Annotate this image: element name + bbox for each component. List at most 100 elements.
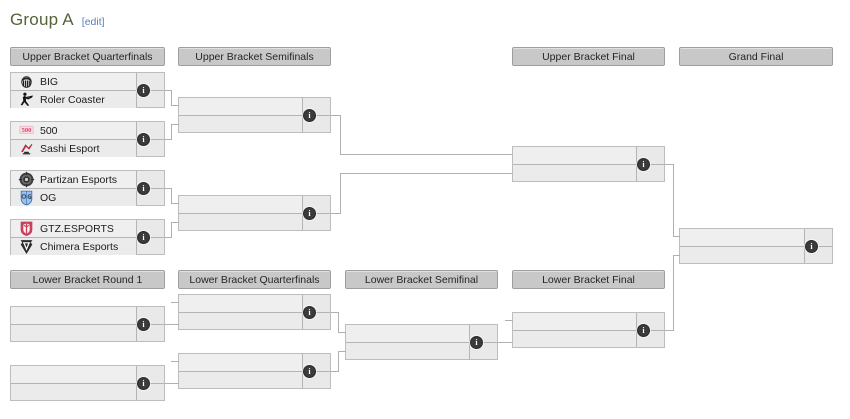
round-header-upper-semifinals: Upper Bracket Semifinals xyxy=(178,47,331,66)
match-info-icon[interactable]: i xyxy=(637,324,650,337)
chimera-esports-logo xyxy=(15,238,37,255)
connector-ub-qf2-out xyxy=(165,139,172,140)
connector-ub-final-out xyxy=(665,164,674,165)
team-row-bottom[interactable] xyxy=(513,164,636,181)
score-top xyxy=(137,366,164,384)
connector-ub-qf3-out xyxy=(165,188,172,189)
team-row-top[interactable]: BIG xyxy=(11,73,136,91)
score-top xyxy=(137,73,164,91)
team-name: BIG xyxy=(40,75,59,88)
connector-lb-final-in-top xyxy=(505,320,513,321)
match-info-icon[interactable]: i xyxy=(303,306,316,319)
round-header-grand-final: Grand Final xyxy=(679,47,833,66)
connector-ub-sf2-in-bot xyxy=(171,222,179,223)
team-row-top[interactable]: GTZ.ESPORTS xyxy=(11,220,136,238)
connector-ub-final-in-top xyxy=(340,154,513,155)
round-header-label: Lower Bracket Final xyxy=(542,273,635,286)
match-info-icon[interactable]: i xyxy=(805,240,818,253)
team-name: 500 xyxy=(40,124,58,137)
team-row-bottom[interactable] xyxy=(179,213,302,230)
connector-grand-final-in-top xyxy=(673,236,680,237)
team-row-top[interactable] xyxy=(179,295,302,313)
match-info-icon[interactable]: i xyxy=(303,207,316,220)
team-row-bottom[interactable] xyxy=(179,371,302,388)
team-row-top[interactable] xyxy=(179,196,302,214)
team-name: Partizan Esports xyxy=(40,173,118,186)
match-info-icon[interactable]: i xyxy=(637,158,650,171)
match-info-icon[interactable]: i xyxy=(470,336,483,349)
connector-lb-r1-2-out xyxy=(165,383,179,384)
match-lb-qf-2[interactable] xyxy=(178,353,331,389)
roler-coaster-logo xyxy=(15,91,37,108)
team-row-bottom[interactable] xyxy=(179,312,302,329)
round-header-upper-quarterfinals: Upper Bracket Quarterfinals xyxy=(10,47,165,66)
team-row-top[interactable] xyxy=(179,98,302,116)
team-row-top[interactable] xyxy=(513,313,636,331)
connector-lb-qf2-out-vert xyxy=(338,351,339,372)
team-row-top[interactable] xyxy=(179,354,302,372)
sashi-esport-logo xyxy=(15,140,37,157)
round-header-upper-final: Upper Bracket Final xyxy=(512,47,665,66)
match-info-icon[interactable]: i xyxy=(137,84,150,97)
connector-lb-qf2-in-top xyxy=(171,361,179,362)
score-top xyxy=(137,122,164,140)
round-header-label: Upper Bracket Semifinals xyxy=(195,50,314,63)
team-row-top[interactable]: 500 500 xyxy=(11,122,136,140)
team-row-top[interactable] xyxy=(11,366,136,384)
edit-section-link[interactable]: [edit] xyxy=(81,16,105,28)
team-row-bottom[interactable]: OG xyxy=(11,189,136,206)
match-lb-qf-1[interactable] xyxy=(178,294,331,330)
connector-ub-sf1-in-top xyxy=(171,105,179,106)
connector-ub-sf2-out-vert xyxy=(340,173,341,214)
match-teams: BIG Roler Coaster xyxy=(11,73,136,108)
match-info-icon[interactable]: i xyxy=(137,133,150,146)
team-row-bottom[interactable] xyxy=(680,246,804,263)
team-row-top[interactable] xyxy=(11,307,136,325)
team-row-bottom[interactable] xyxy=(346,342,469,359)
team-row-bottom[interactable]: Roler Coaster xyxy=(11,91,136,108)
connector-ub-qf1-vert xyxy=(171,90,172,106)
round-header-label: Upper Bracket Final xyxy=(542,50,635,63)
round-header-lower-quarterfinals: Lower Bracket Quarterfinals xyxy=(178,270,331,289)
partizan-esports-logo xyxy=(15,171,37,188)
team-row-top[interactable] xyxy=(680,229,804,247)
match-ub-sf-1[interactable] xyxy=(178,97,331,133)
connector-ub-qf4-vert xyxy=(171,222,172,238)
match-score-column xyxy=(804,229,832,263)
team-row-top[interactable] xyxy=(513,147,636,165)
team-row-bottom[interactable] xyxy=(513,330,636,347)
team-row-bottom[interactable]: Chimera Esports xyxy=(11,238,136,255)
team-row-bottom[interactable] xyxy=(179,115,302,132)
match-info-icon[interactable]: i xyxy=(137,377,150,390)
team-row-top[interactable]: Partizan Esports xyxy=(11,171,136,189)
score-top xyxy=(637,147,664,165)
connector-ub-qf3-vert xyxy=(171,188,172,204)
match-info-icon[interactable]: i xyxy=(303,365,316,378)
score-top xyxy=(637,313,664,331)
team-row-top[interactable] xyxy=(346,325,469,343)
team-row-bottom[interactable]: Sashi Esport xyxy=(11,140,136,157)
match-lb-r1-2[interactable] xyxy=(10,365,165,401)
team-row-bottom[interactable] xyxy=(11,324,136,341)
connector-lb-final-out-vert xyxy=(673,255,674,331)
team-row-bottom[interactable] xyxy=(11,383,136,400)
500-logo: 500 xyxy=(15,122,37,139)
connector-lb-r1-1-out xyxy=(165,324,179,325)
match-teams xyxy=(179,354,302,388)
svg-text:500: 500 xyxy=(21,127,32,134)
match-info-icon[interactable]: i xyxy=(303,109,316,122)
match-teams xyxy=(179,98,302,132)
match-info-icon[interactable]: i xyxy=(137,318,150,331)
connector-ub-qf1-out xyxy=(165,90,172,91)
connector-ub-sf1-out-vert xyxy=(340,115,341,155)
gtz-esports-logo xyxy=(15,220,37,237)
connector-ub-final-in-bot xyxy=(340,173,513,174)
match-ub-qf-3[interactable]: Partizan Esports OG xyxy=(10,170,165,206)
match-lb-final[interactable] xyxy=(512,312,665,348)
match-info-icon[interactable]: i xyxy=(137,182,150,195)
score-top xyxy=(805,229,832,247)
match-info-icon[interactable]: i xyxy=(137,231,150,244)
connector-lb-sf-in-bot xyxy=(338,351,346,352)
match-lb-semifinal[interactable] xyxy=(345,324,498,360)
